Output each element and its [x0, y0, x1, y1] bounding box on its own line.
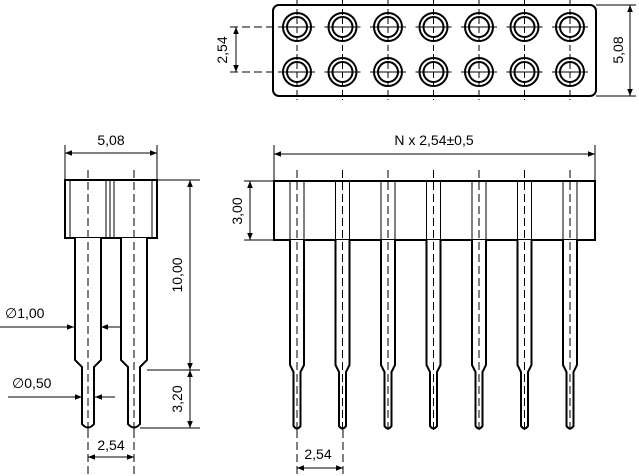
side-body: [64, 179, 158, 239]
dim-pin-diameter: ∅1,00: [5, 305, 45, 321]
dim-side-tip-length: 3,20: [169, 385, 185, 412]
side-view: [64, 170, 158, 432]
dim-front-pitch: 2,54: [304, 446, 331, 462]
front-body: [273, 180, 596, 241]
dim-side-height: 10,00: [169, 257, 185, 292]
dim-side-width: 5,08: [97, 132, 124, 148]
dim-top-width: 5,08: [610, 36, 626, 63]
dim-tip-diameter: ∅0,50: [12, 375, 52, 391]
dim-front-length: N x 2,54±0,5: [394, 132, 473, 148]
dim-top-pitch: 2,54: [214, 36, 230, 63]
dimension-lines: [0, 4, 636, 476]
dimension-labels: 2,54 5,08 N x 2,54±0,5 3,00 2,54 5,08 10…: [5, 36, 626, 462]
dim-front-body-height: 3,00: [229, 197, 245, 224]
top-view: [272, 0, 597, 100]
dim-side-pitch: 2,54: [97, 437, 124, 453]
front-view: [273, 170, 596, 432]
